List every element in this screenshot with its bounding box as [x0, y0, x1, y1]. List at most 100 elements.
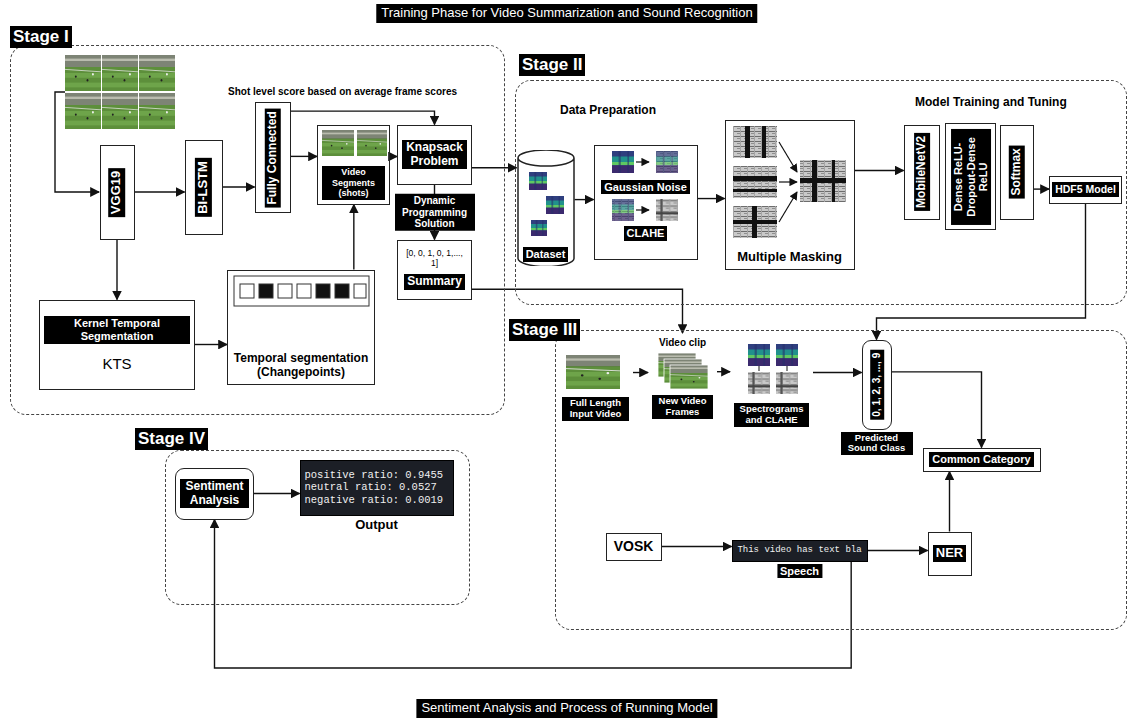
node-text: Fully Connected [265, 108, 281, 207]
augmentation-thumbnails [656, 151, 678, 173]
category-box: Common Category [923, 448, 1041, 472]
tool-box: VOSK [606, 533, 662, 561]
node-text: [0, 0, 1, 0, 1,..., 1] [402, 249, 467, 269]
stadium-frames [65, 93, 101, 129]
changepoint-strip [297, 284, 311, 298]
spectrogram-thumbnails [759, 366, 760, 371]
augmentation-thumbnails [656, 199, 678, 221]
network-layer-box: BI-LSTM [185, 140, 223, 235]
input-video-image [566, 355, 620, 389]
model-file-box: HDF5 Model [1049, 176, 1122, 204]
shot-thumbnails [322, 130, 387, 156]
changepoint-strip [354, 284, 366, 298]
flow-arrow [472, 167, 517, 168]
node-text: BI-LSTM [195, 158, 212, 217]
node-text: negative ratio: 0.0019 [305, 494, 444, 506]
masked-spectrograms [733, 126, 846, 238]
process-box: Sentiment Analysis [175, 468, 254, 520]
shot-thumbnails [357, 130, 387, 156]
masked-spectrograms [745, 126, 750, 158]
spectrogram-thumbnails [748, 344, 798, 394]
node-text: Dataset [523, 247, 569, 262]
stadium-frames [139, 55, 175, 91]
node-text: CLAHE [624, 226, 668, 241]
summary-box: [0, 0, 1, 0, 1,..., 1]Summary [397, 240, 472, 300]
stage-region: Stage IIDatasetGaussian NoiseCLAHEMultip… [515, 80, 1127, 305]
changepoint-strip [240, 284, 254, 298]
network-layer-box: VGG19 [100, 145, 135, 240]
node-text: New Video Frames [652, 395, 713, 419]
flow-arrow [291, 111, 435, 124]
stadium-frames [65, 55, 175, 129]
node-text: positive ratio: 0.9455 [305, 469, 444, 481]
node-heading: Output [355, 518, 398, 533]
flow-arrow [633, 372, 648, 373]
network-layer-box: Dense ReLU-Dropout-Dense ReLU [945, 123, 996, 230]
cylinder-outline [518, 150, 574, 267]
masked-spectrograms [733, 189, 777, 192]
node-text: Spectrograms and CLAHE [734, 403, 809, 427]
masked-spectrograms [832, 160, 835, 202]
spectrogram-thumbnails [748, 344, 770, 366]
flow-arrow [662, 546, 732, 547]
dataset-thumbnails [529, 172, 547, 190]
video-frame-stack [670, 365, 708, 389]
process-box: Kernel Temporal SegmentationKTS [39, 300, 195, 390]
section-label: Data Preparation [560, 104, 656, 118]
stage-region: Stage IIIFull Length Input VideoVideo cl… [555, 330, 1127, 630]
flow-arrow [813, 372, 862, 373]
node-heading: Speech [777, 564, 822, 579]
spectrogram-thumbnails [776, 344, 798, 366]
node-heading: Predicted Sound Class [841, 432, 913, 456]
spectrogram-thumbnails [776, 372, 798, 394]
flow-arrow [949, 472, 950, 532]
dataset-thumbnails [529, 172, 564, 236]
input-video-image [566, 355, 620, 389]
input-arrow [55, 92, 99, 192]
augmentation-thumbnails [656, 151, 678, 173]
stadium-frames [139, 93, 175, 129]
node-text: Dense ReLU-Dropout-Dense ReLU [951, 129, 991, 225]
network-layer-box: Fully Connected [255, 102, 291, 212]
node-text: HDF5 Model [1052, 182, 1119, 196]
flow-arrow [1034, 188, 1050, 189]
node-text: KTS [102, 355, 131, 372]
node-heading: Stage I [10, 26, 72, 48]
node-text: Knapsack Problem [402, 140, 467, 170]
flow-arrow [223, 186, 255, 187]
augmentation-thumbnails [636, 209, 649, 210]
masked-spectrograms [779, 142, 797, 172]
masked-spectrograms [733, 126, 777, 158]
process-box: NER [928, 532, 972, 576]
stadium-frames [65, 55, 101, 91]
masked-spectrograms [762, 126, 766, 158]
dataset-cylinder: Dataset [517, 150, 575, 267]
augmentation-thumbnails [612, 199, 634, 221]
flow-arrow [698, 198, 725, 199]
node-text: Common Category [929, 452, 1033, 467]
node-text: MobileNetV2 [914, 133, 930, 211]
segments-box: Video Segments (shots) [317, 125, 390, 205]
changepoint-strip [234, 276, 369, 306]
flow-arrow [291, 156, 318, 157]
flow-arrow [353, 205, 354, 270]
masked-spectrograms [733, 220, 777, 224]
masked-spectrograms [779, 192, 797, 222]
flow-arrow [390, 156, 397, 157]
edge-label: Dynamic Programming Solution [395, 194, 475, 231]
speech-text-box: This video has text blaSpeech [732, 540, 868, 562]
changepoint-strip [278, 284, 292, 298]
changepoint-strip [234, 276, 369, 306]
node-text: NER [933, 545, 966, 562]
spectrogram-thumbnails [787, 366, 788, 371]
flow-arrow [195, 344, 227, 345]
video-frame-stack [670, 365, 708, 389]
flow-arrow [868, 550, 928, 551]
stadium-frames [102, 93, 138, 129]
shot-thumbnails [322, 130, 354, 156]
node-text: Multiple Masking [737, 250, 842, 265]
node-text: neutral ratio: 0.0527 [305, 481, 437, 493]
flow-arrow [254, 493, 300, 494]
